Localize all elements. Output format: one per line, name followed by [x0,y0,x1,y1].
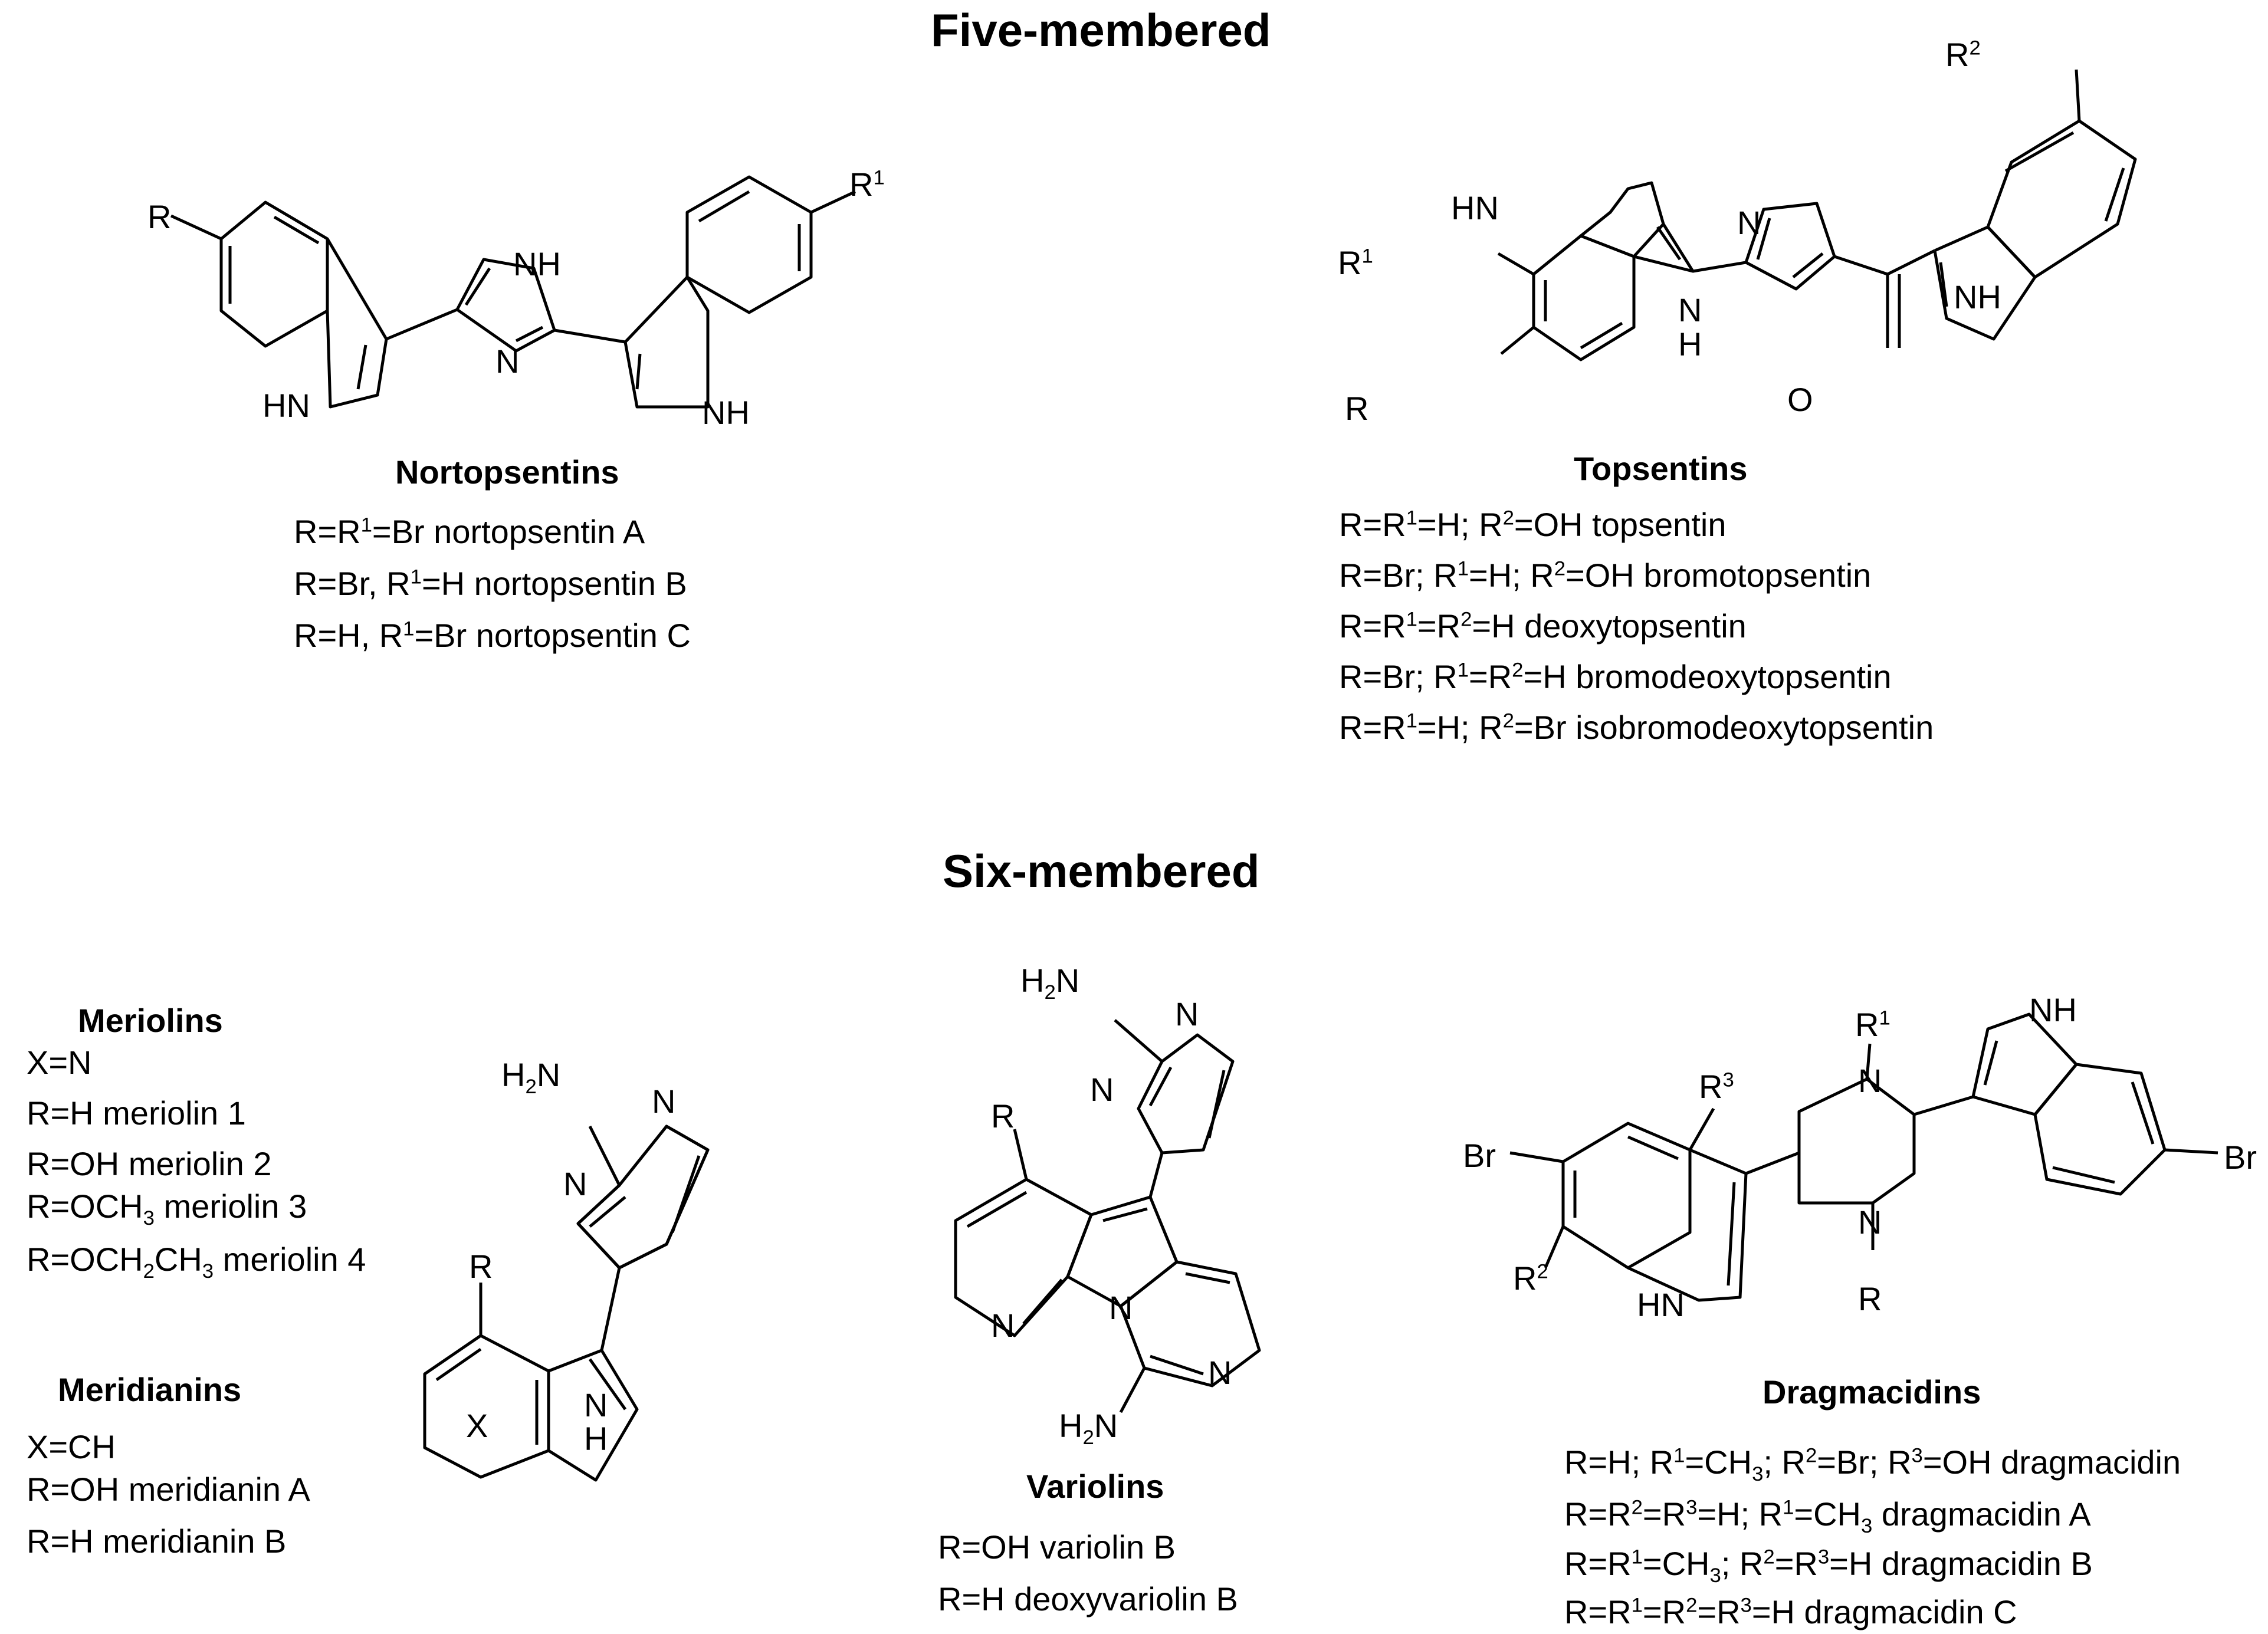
atom-label-H: H [1678,326,1702,363]
variolin-structure [954,1019,1261,1413]
atom-label-N: N [1858,1062,1882,1099]
atom-label-HN: HN [1637,1286,1685,1323]
meriolin-x-line: X=N [27,1044,92,1081]
topsentin-line: R=Br; R1=H; R2=OH bromotopsentin [1339,557,1872,594]
topsentin-line: R=R1=H; R2=OH topsentin [1339,506,1727,543]
dragmacidin-line: R=H; R1=CH3; R2=Br; R3=OH dragmacidin [1564,1444,2181,1486]
atom-label-H2N: H2N [1059,1407,1118,1449]
atom-label-HN: HN [1451,189,1499,226]
atom-label-N: N [991,1307,1015,1344]
dragmacidin-structure [1509,1012,2218,1302]
meridianin-x-line: X=CH [27,1428,116,1465]
compound-name-meridianins: Meridianins [58,1371,242,1408]
five-membered-heading: Five-membered [931,4,1271,56]
atom-label-R2: R2 [1945,36,1981,73]
nortopsentin-structure [170,175,856,409]
variolin-line: R=OH variolin B [938,1528,1176,1566]
atom-label-R1: R1 [1855,1006,1890,1043]
atom-label-R: R [991,1097,1015,1135]
atom-label-NH: NH [513,245,561,282]
six-membered-heading: Six-membered [943,845,1260,897]
meriolin-line: R=H meriolin 1 [27,1094,246,1132]
atom-label-R1: R1 [1338,244,1373,281]
atom-label-N: N [495,343,520,380]
atom-label-H2N: H2N [1020,962,1080,1004]
atom-label-R: R [469,1248,493,1285]
atom-label-Br: Br [1463,1137,1496,1174]
compound-name-dragmacidins: Dragmacidins [1762,1373,1981,1411]
atom-label-N: N [563,1165,587,1202]
compound-name-topsentins: Topsentins [1574,450,1748,487]
nortopsentin-line: R=R1=Br nortopsentin A [294,513,645,550]
atom-label-N: N [652,1083,676,1120]
atom-label-N: N [1208,1354,1232,1391]
atom-label-Br: Br [2224,1139,2257,1176]
topsentin-line: R=R1=R2=H deoxytopsentin [1339,607,1747,645]
atom-label-R1: R1 [849,166,885,203]
variolin-line: R=H deoxyvariolin B [938,1580,1238,1617]
atom-label-N: N [1109,1289,1133,1326]
meridianin-line: R=H meridianin B [27,1523,287,1560]
atom-label-N: N [1858,1204,1882,1241]
compound-name-variolins: Variolins [1026,1468,1164,1505]
compound-name-nortopsentins: Nortopsentins [395,453,619,491]
atom-label-R2: R2 [1513,1260,1548,1297]
topsentin-line: R=Br; R1=R2=H bromodeoxytopsentin [1339,658,1892,695]
atom-label-HN: HN [262,387,310,424]
atom-label-N: N [1175,995,1199,1033]
atom-label-N: N [1737,204,1761,241]
atom-label-N: N [1090,1071,1114,1108]
dragmacidin-line: R=R2=R3=H; R1=CH3 dragmacidin A [1564,1495,2091,1538]
nortopsentin-line: R=H, R1=Br nortopsentin C [294,617,691,654]
atom-label-R: R [147,198,172,235]
dragmacidin-line: R=R1=CH3; R2=R3=H dragmacidin B [1564,1545,2093,1587]
meriolin-line: R=OCH2CH3 meriolin 4 [27,1241,366,1283]
atom-label-H2N: H2N [501,1056,561,1099]
nortopsentin-line: R=Br, R1=H nortopsentin B [294,565,687,602]
meriolin-line: R=OCH3 meriolin 3 [27,1188,307,1230]
atom-label-R: R [1858,1280,1882,1317]
atom-label-NH: NH [1954,278,2001,315]
topsentin-line: R=R1=H; R2=Br isobromodeoxytopsentin [1339,709,1934,746]
topsentin-structure [1497,69,2137,361]
atom-label-O: O [1787,381,1813,418]
atom-label-R3: R3 [1699,1068,1734,1105]
atom-label-N: N [1678,291,1702,328]
meriolin-line: R=OH meriolin 2 [27,1145,272,1182]
atom-label-N: N [584,1386,608,1423]
atom-label-X: X [466,1407,488,1444]
meriolin-structure [423,1125,710,1482]
atom-label-H: H [584,1420,608,1457]
atom-label-NH: NH [702,394,750,431]
atom-label-R: R [1345,390,1369,427]
dragmacidin-line: R=R1=R2=R3=H dragmacidin C [1564,1593,2017,1630]
atom-label-NH: NH [2029,991,2077,1028]
meridianin-line: R=OH meridianin A [27,1471,310,1508]
compound-name-meriolins: Meriolins [78,1002,223,1039]
